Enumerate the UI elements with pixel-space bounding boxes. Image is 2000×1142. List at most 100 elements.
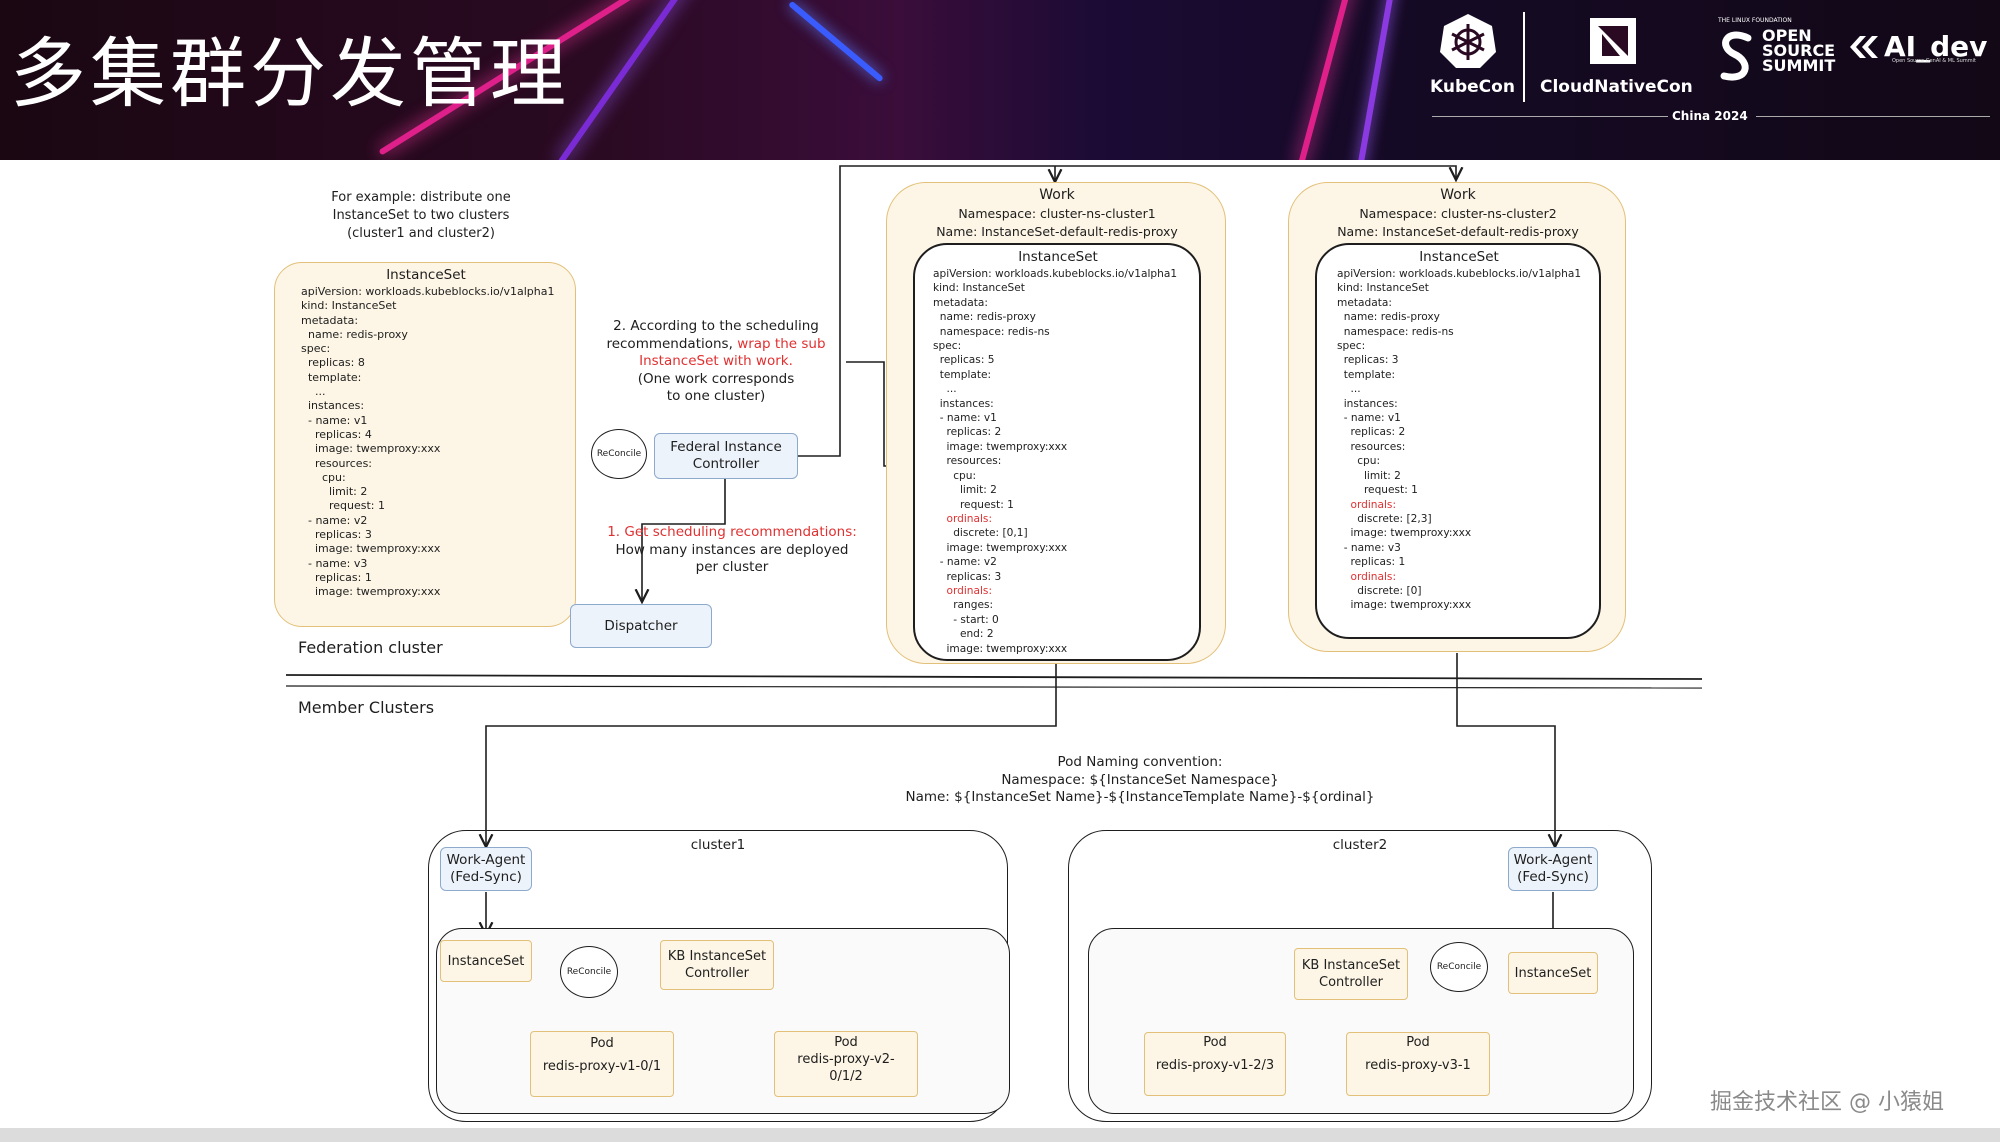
yaml-line: request: 1 [301,499,385,513]
yaml-line: ranges: [933,599,994,612]
reconcile-loop-icon: ReConcile [560,946,618,998]
work-agent-cluster1[interactable]: Work-Agent (Fed-Sync) [440,847,532,891]
work-agent-cluster2[interactable]: Work-Agent (Fed-Sync) [1508,847,1598,891]
yaml-line: image: twemproxy:xxx [933,541,1068,554]
yaml-line: apiVersion: workloads.kubeblocks.io/v1al… [933,268,1178,280]
yaml-line: replicas: 5 [933,354,995,367]
work1-instanceset-title: InstanceSet [1018,249,1098,265]
yaml-line: - name: v2 [301,513,368,527]
yaml-line: limit: 2 [301,485,368,499]
yaml-line: ... [1337,383,1361,396]
divider [1432,116,1668,117]
yaml-line: replicas: 3 [933,570,1002,583]
ai-dev-label: AI_dev [1884,30,1988,63]
yaml-line: metadata: [933,296,988,309]
kubecon-label: KubeCon [1430,77,1515,97]
cloudnative-icon [1590,18,1636,64]
yaml-line: discrete: [0] [1337,584,1422,597]
cluster2-pod-v3[interactable]: Pod redis-proxy-v3-1 [1346,1032,1490,1096]
yaml-line: image: twemproxy:xxx [301,442,441,456]
work2-instanceset-title: InstanceSet [1419,249,1499,265]
yaml-line: name: redis-proxy [1337,311,1440,324]
yaml-line: cpu: [301,470,346,484]
yaml-line: namespace: redis-ns [1337,325,1454,338]
source-instanceset-title: InstanceSet [386,267,466,283]
yaml-line: image: twemproxy:xxx [1337,527,1472,540]
work-cluster2-card: Work Namespace: cluster-ns-cluster2 Name… [1288,182,1626,652]
reconcile-loop-icon: ReConcile [1430,942,1488,992]
yaml-line: replicas: 3 [1337,354,1399,367]
example-note: For example: distribute one InstanceSet … [331,190,511,241]
yaml-line: - name: v3 [301,556,368,570]
yaml-line: resources: [301,456,373,470]
yaml-line: spec: [933,340,962,353]
federation-cluster-label: Federation cluster [298,638,443,657]
linux-foundation-label: THE LINUX FOUNDATION [1718,17,1792,24]
cluster1-instanceset[interactable]: InstanceSet [440,940,532,982]
yaml-line: - name: v1 [933,412,997,425]
pod-naming-convention: Pod Naming convention: Namespace: ${Inst… [905,754,1375,805]
yaml-line: name: redis-proxy [301,327,408,341]
yaml-line: end: 2 [933,628,994,641]
yaml-line: cpu: [1337,455,1381,468]
yaml-line: request: 1 [1337,484,1418,497]
cluster1-pod-v1[interactable]: Pod redis-proxy-v1-0/1 [530,1031,674,1097]
federal-instance-controller[interactable]: Federal Instance Controller [654,433,798,479]
yaml-line: - name: v3 [1337,541,1401,554]
yaml-line: limit: 2 [1337,469,1401,482]
yaml-line: kind: InstanceSet [933,282,1025,295]
cluster2-pod-v1[interactable]: Pod redis-proxy-v1-2/3 [1144,1032,1286,1096]
cluster2-kb-instanceset-controller[interactable]: KB InstanceSet Controller [1294,948,1408,1000]
dispatcher[interactable]: Dispatcher [570,604,712,648]
yaml-line: ordinals: [933,584,993,597]
divider [1756,116,1990,117]
work-metadata: Namespace: cluster-ns-cluster2 Name: Ins… [1337,206,1579,239]
yaml-line: template: [933,368,992,381]
ai-dev-sub: Open Source GenAI & ML Summit [1892,58,1976,64]
work-title: Work [1440,187,1476,203]
yaml-line: metadata: [1337,296,1392,309]
member-clusters-label: Member Clusters [298,698,435,717]
cluster2: cluster2 [1068,830,1652,1122]
ai-dev-icon [1850,36,1878,58]
yaml-line: ... [301,385,326,399]
divider [1523,12,1525,102]
yaml-line: - name: v1 [301,413,368,427]
yaml-line: instances: [1337,397,1398,410]
yaml-line: metadata: [301,313,359,327]
yaml-line: ordinals: [1337,570,1397,583]
yaml-line: replicas: 3 [301,528,372,542]
work1-instanceset: InstanceSet apiVersion: workloads.kubebl… [913,243,1201,661]
yaml-line: discrete: [2,3] [1337,512,1432,525]
header-banner: 多集群分发管理 KubeCon CloudNativeCon THE LINUX… [0,0,2000,160]
yaml-line: image: twemproxy:xxx [1337,599,1472,612]
cluster-label: cluster2 [1332,837,1388,853]
cluster-label: cluster1 [690,837,746,853]
reconcile-loop-icon: ReConcile [591,429,647,479]
work-metadata: Namespace: cluster-ns-cluster1 Name: Ins… [936,206,1178,239]
yaml-line: request: 1 [933,498,1014,511]
cluster1-pod-v2[interactable]: Pod redis-proxy-v2- 0/1/2 [774,1031,918,1097]
yaml-line: template: [301,370,362,384]
yaml-line: image: twemproxy:xxx [301,542,441,556]
yaml-line: - start: 0 [933,613,999,626]
yaml-line: limit: 2 [933,484,997,497]
yaml-line: - name: v1 [1337,412,1401,425]
yaml-line: discrete: [0,1] [933,527,1028,540]
yaml-line: image: twemproxy:xxx [301,585,441,599]
yaml-line: ordinals: [1337,498,1397,511]
cluster1-kb-instanceset-controller[interactable]: KB InstanceSet Controller [660,940,774,990]
source-instanceset-card: InstanceSet apiVersion: workloads.kubebl… [274,262,576,627]
yaml-line: image: twemproxy:xxx [933,440,1068,453]
bottom-bar [0,1128,2000,1142]
yaml-line: spec: [1337,340,1366,353]
step2-note: 2. According to the scheduling recommend… [606,318,826,404]
yaml-line: replicas: 2 [933,426,1002,439]
work-title: Work [1039,187,1075,203]
yaml-line: cpu: [933,469,977,482]
yaml-line: kind: InstanceSet [1337,282,1429,295]
cluster2-instanceset[interactable]: InstanceSet [1508,952,1598,994]
china-2024-label: China 2024 [1672,109,1748,123]
yaml-line: instances: [933,397,994,410]
yaml-line: ... [933,383,957,396]
